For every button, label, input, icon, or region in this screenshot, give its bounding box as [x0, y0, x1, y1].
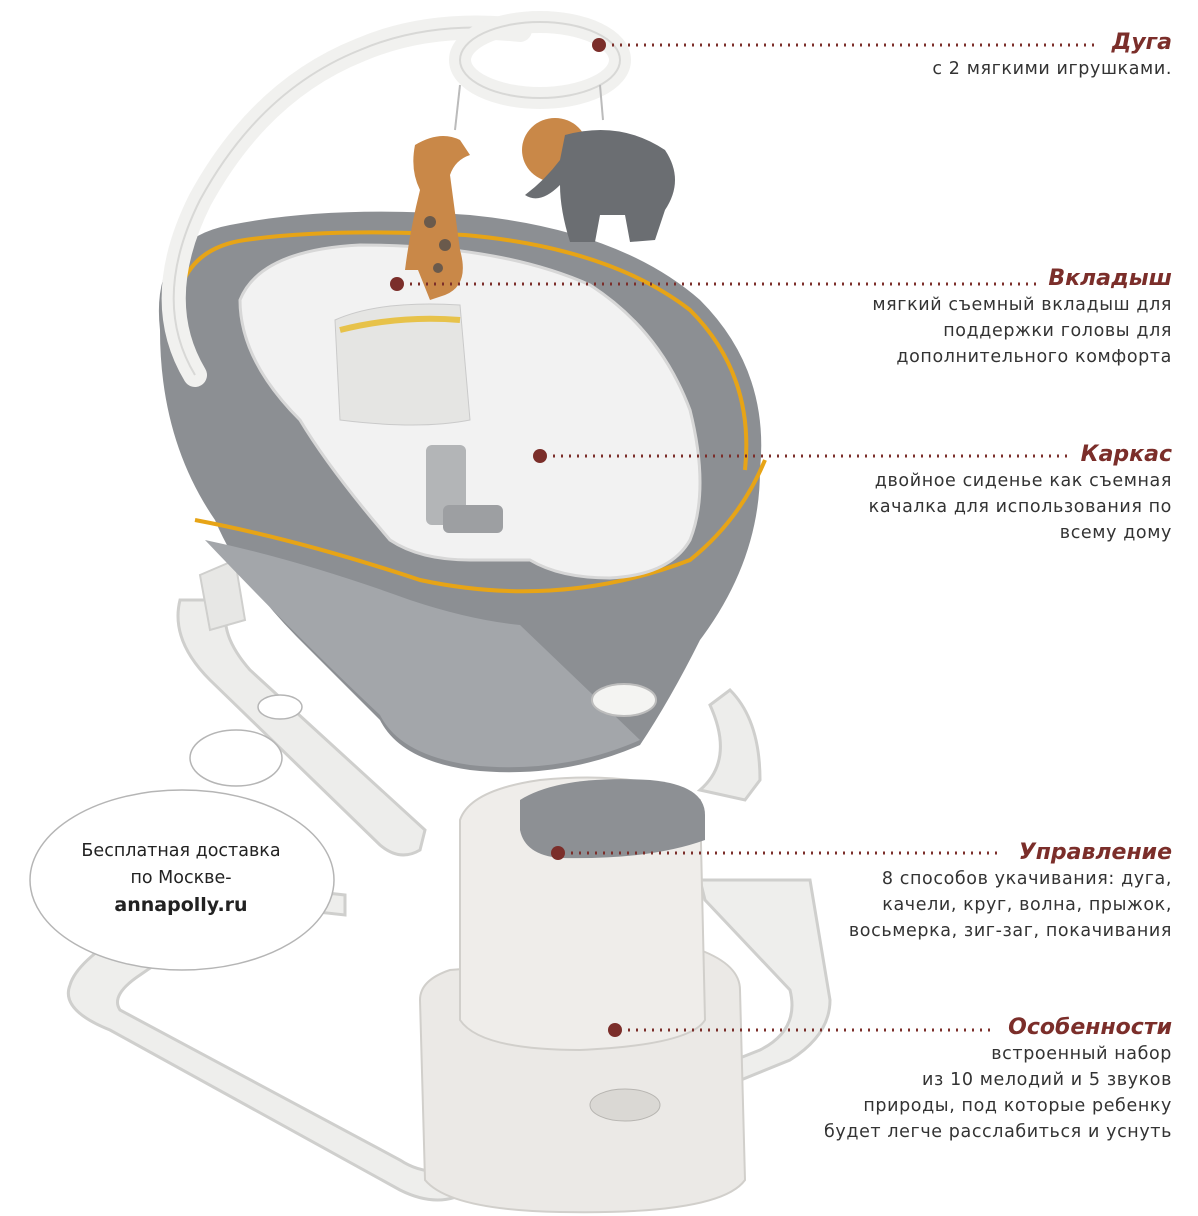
giraffe-toy — [405, 136, 470, 300]
callout-features-line: встроенный набор — [991, 1044, 1172, 1064]
callout-frame-line: качалка для использования по — [868, 497, 1172, 517]
promo-text: Бесплатная доставка по Москве- annapolly… — [30, 810, 332, 990]
harness-buckle — [443, 505, 503, 533]
callout-arch-title: Дуга — [1111, 30, 1172, 55]
callout-frame-line: двойное сиденье как съемная — [874, 471, 1172, 491]
callout-features-title: Особенности — [1008, 1015, 1172, 1040]
callout-features-line: будет легче расслабиться и уснуть — [824, 1122, 1172, 1142]
callout-frame: Каркас двойное сиденье как съемная качал… — [869, 442, 1172, 546]
callout-frame-title: Каркас — [1080, 442, 1172, 467]
callout-controls-line: качели, круг, волна, прыжок, — [882, 895, 1172, 915]
graco-logo-base — [589, 1088, 661, 1122]
leaders — [390, 38, 1100, 1037]
callout-arch: Дуга с 2 мягкими игрушками. — [932, 30, 1172, 82]
callout-frame-line: всему дому — [1059, 523, 1172, 543]
control-keypad — [520, 779, 705, 859]
callout-insert-line: мягкий съемный вкладыш для — [872, 295, 1172, 315]
callout-insert-line: дополнительного комфорта — [896, 347, 1172, 367]
elephant-toy — [522, 118, 675, 242]
promo-line-2: по Москве- — [130, 868, 232, 888]
promo-bubble — [29, 694, 335, 971]
toy-arch — [161, 11, 675, 387]
promo-line-1: Бесплатная доставка — [81, 841, 281, 861]
callout-features: Особенности встроенный набор из 10 мелод… — [824, 1015, 1172, 1145]
callout-insert-line: поддержки головы для — [943, 321, 1172, 341]
seat-switch — [591, 683, 657, 717]
callout-features-line: из 10 мелодий и 5 звуков — [922, 1070, 1172, 1090]
callout-controls: Управление 8 способов укачивания: дуга, … — [849, 840, 1172, 944]
motor-base — [418, 776, 747, 1214]
rocker-legs — [176, 558, 762, 857]
promo-site-link[interactable]: annapolly.ru — [114, 894, 248, 916]
head-insert — [238, 243, 702, 580]
callout-insert-title: Вкладыш — [1048, 266, 1172, 291]
callout-insert: Вкладыш мягкий съемный вкладыш для подде… — [872, 266, 1172, 370]
callout-controls-line: восьмерка, зиг-заг, покачивания — [848, 921, 1172, 941]
callout-controls-title: Управление — [1018, 840, 1172, 865]
callout-features-line: природы, под которые ребенку — [863, 1096, 1172, 1116]
callout-controls-line: 8 способов укачивания: дуга, — [881, 869, 1172, 889]
callout-arch-line: с 2 мягкими игрушками. — [932, 59, 1172, 79]
